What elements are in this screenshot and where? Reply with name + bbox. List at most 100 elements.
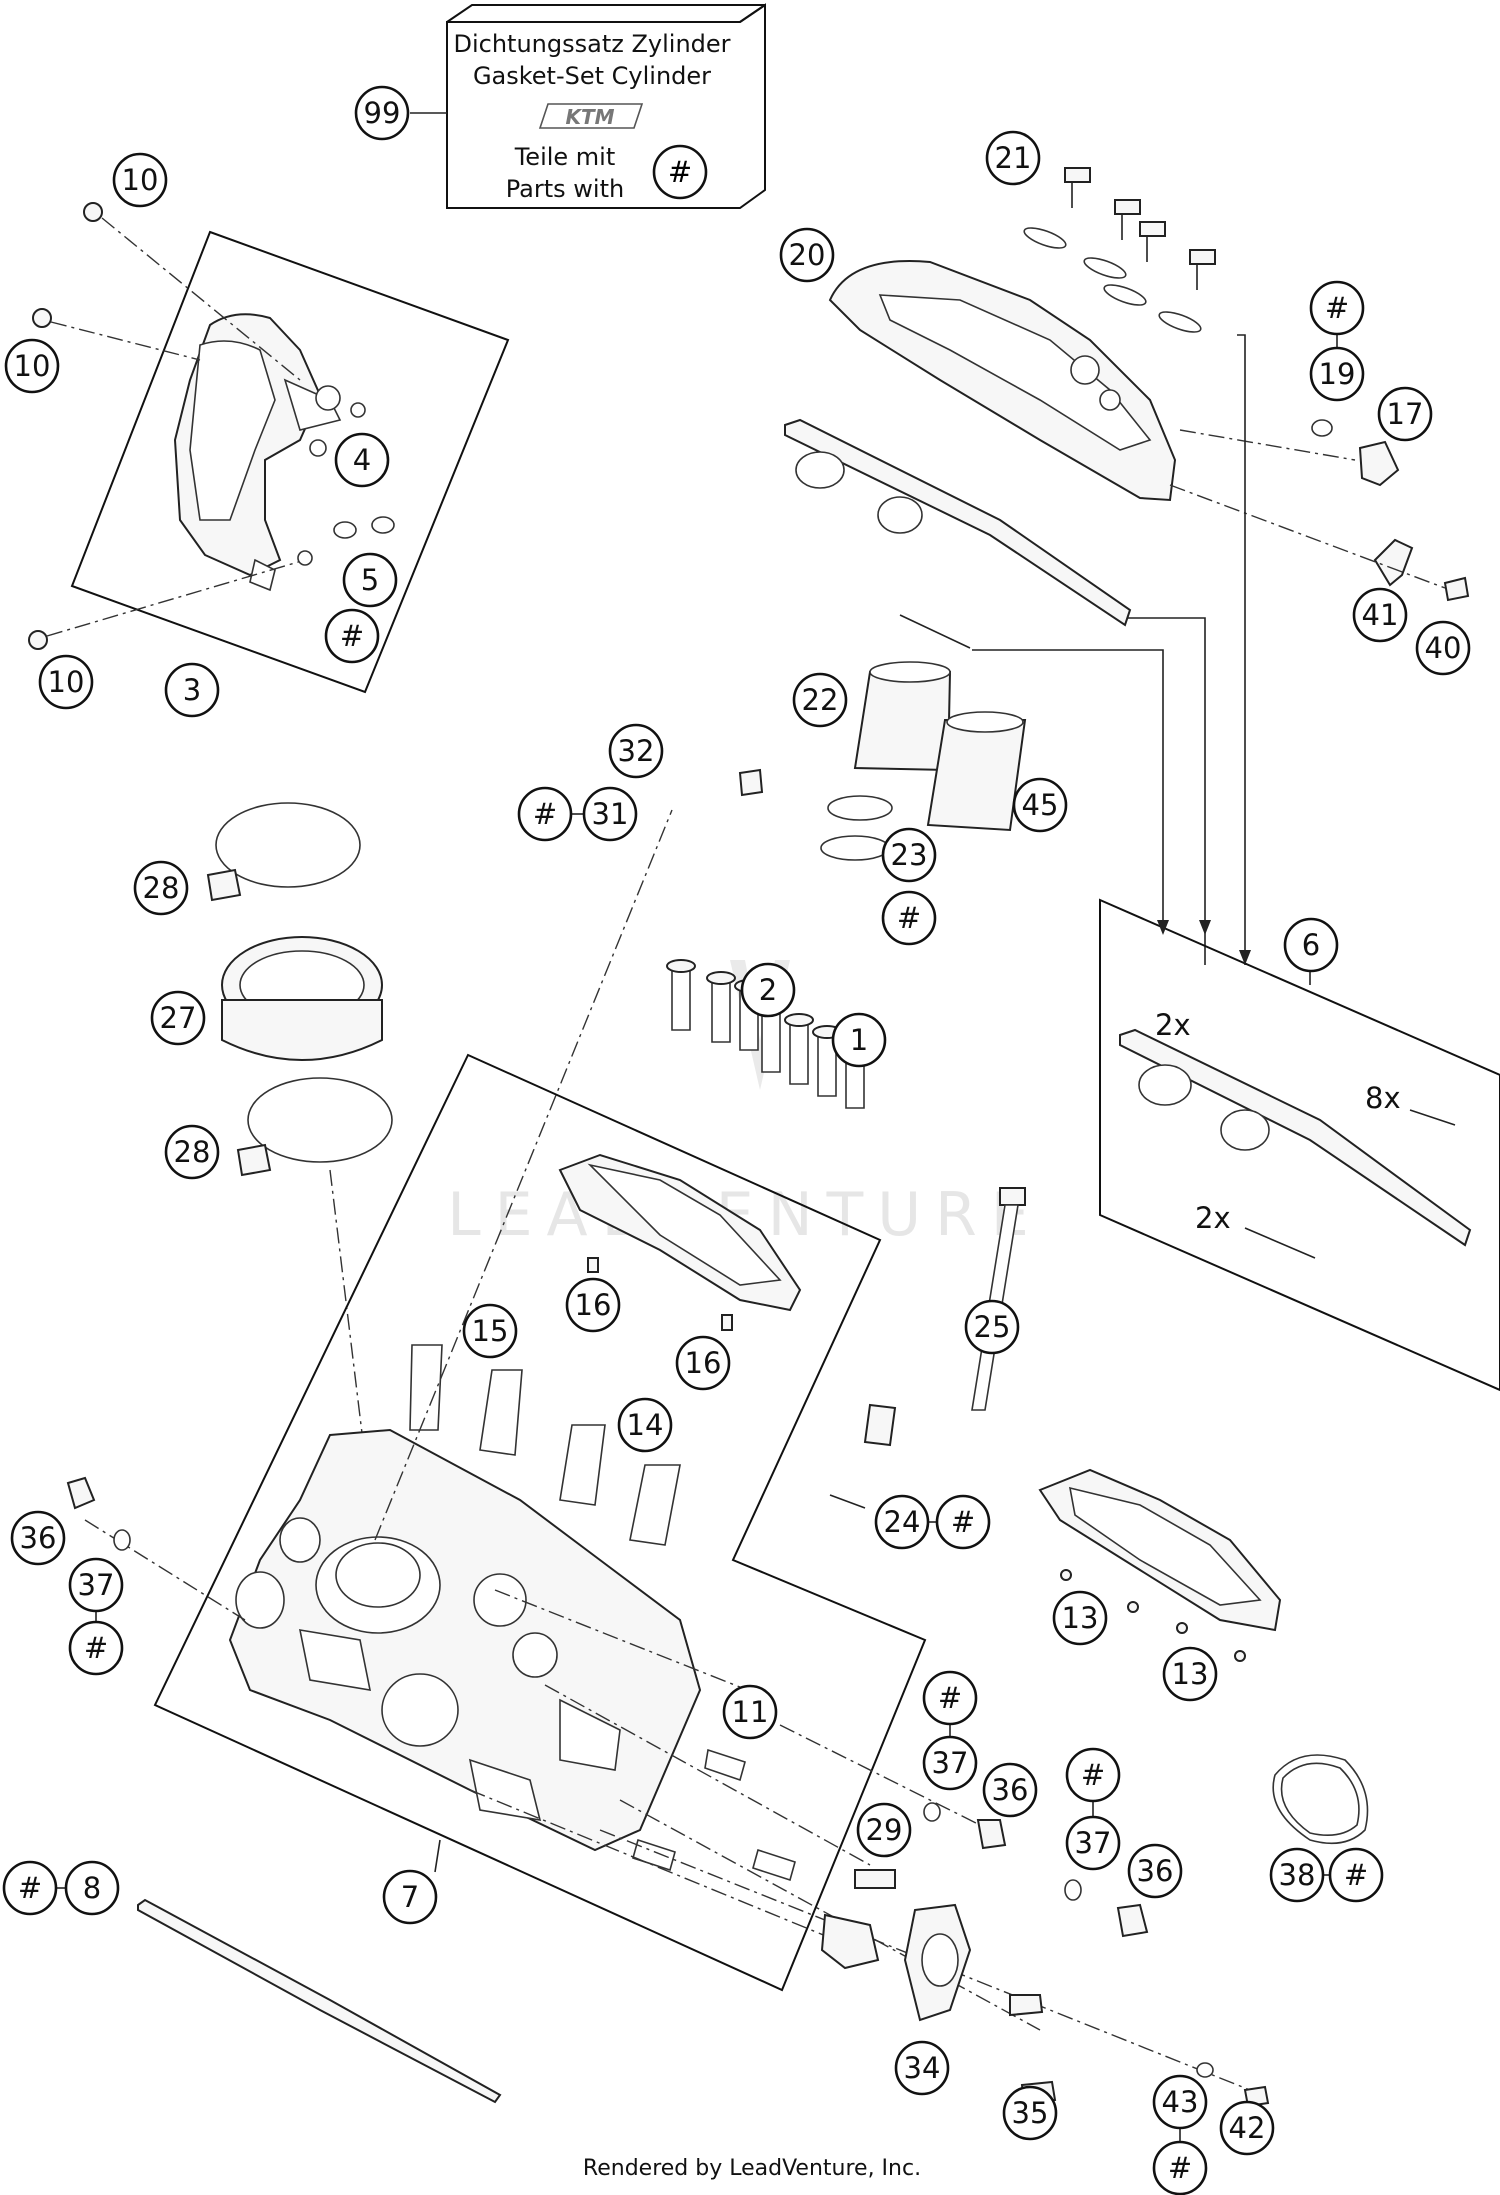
callout-number: 36 (992, 1773, 1029, 1807)
callout-20[interactable]: # (517, 786, 573, 842)
callout-13[interactable]: 41 (1352, 587, 1408, 643)
callout-25[interactable]: 2 (740, 962, 796, 1018)
callout-42[interactable]: 37 (922, 1735, 978, 1791)
callout-circle (1377, 386, 1433, 442)
callout-0[interactable]: 99 (354, 85, 410, 141)
callout-number: 19 (1319, 357, 1356, 391)
callout-24[interactable]: 28 (164, 1124, 220, 1180)
callout-38[interactable]: 13 (1052, 1590, 1108, 1646)
callout-circle (935, 1494, 991, 1550)
callout-number: # (18, 1871, 42, 1905)
callout-6[interactable]: 10 (38, 654, 94, 710)
callout-circle (4, 338, 60, 394)
callout-30[interactable]: 15 (462, 1303, 518, 1359)
callout-circle (1162, 1646, 1218, 1702)
callout-35[interactable]: 36 (10, 1510, 66, 1566)
callout-36[interactable]: 37 (68, 1557, 124, 1613)
callout-3[interactable]: 4 (334, 432, 390, 488)
callout-10[interactable]: # (1309, 280, 1365, 336)
callout-circle (617, 1397, 673, 1453)
callout-32[interactable]: 25 (964, 1299, 1020, 1355)
callout-41[interactable]: # (922, 1670, 978, 1726)
callout-44[interactable]: # (1065, 1747, 1121, 1803)
kit-parts-en: Parts with (506, 175, 624, 203)
callout-circle (68, 1557, 124, 1613)
callout-46[interactable]: 36 (1127, 1843, 1183, 1899)
callout-33[interactable]: 24 (874, 1494, 930, 1550)
callout-circle (342, 552, 398, 608)
callout-5[interactable]: # (324, 608, 380, 664)
callout-29[interactable]: 16 (675, 1335, 731, 1391)
callout-39[interactable]: 13 (1162, 1646, 1218, 1702)
callout-number: 4 (353, 443, 371, 477)
cylinder-head-cover (828, 167, 1470, 965)
callout-7[interactable]: 3 (164, 662, 220, 718)
callout-circle (740, 962, 796, 1018)
callout-12[interactable]: 17 (1377, 386, 1433, 442)
callout-number: 14 (627, 1408, 664, 1442)
callout-number: 17 (1387, 397, 1424, 431)
callout-number: 38 (1279, 1858, 1316, 1892)
callout-22[interactable]: 28 (133, 860, 189, 916)
callout-circle (164, 1124, 220, 1180)
callout-number: 6 (1302, 928, 1320, 962)
callout-50[interactable]: # (2, 1860, 58, 1916)
callout-number: 1 (850, 1023, 868, 1057)
callout-4[interactable]: 5 (342, 552, 398, 608)
thermostat-housing (820, 1903, 1057, 2105)
callout-34[interactable]: # (935, 1494, 991, 1550)
callout-circle (1065, 1747, 1121, 1803)
callout-number: 7 (401, 1880, 419, 1914)
callout-14[interactable]: 40 (1415, 620, 1471, 676)
callout-43[interactable]: 36 (982, 1762, 1038, 1818)
callout-number: 45 (1022, 788, 1059, 822)
callout-56[interactable]: 42 (1219, 2100, 1275, 2156)
callout-16[interactable]: 45 (1012, 777, 1068, 833)
callout-number: 16 (685, 1346, 722, 1380)
callout-52[interactable]: 7 (382, 1869, 438, 1925)
callout-28[interactable]: 16 (565, 1277, 621, 1333)
callout-circle (922, 1735, 978, 1791)
callout-57[interactable]: # (1152, 2140, 1208, 2195)
callout-55[interactable]: 43 (1152, 2074, 1208, 2130)
callout-number: # (897, 901, 921, 935)
callout-circle (922, 1670, 978, 1726)
callout-47[interactable]: 29 (856, 1802, 912, 1858)
callout-48[interactable]: 38 (1269, 1847, 1325, 1903)
callout-19[interactable]: 32 (608, 723, 664, 779)
callout-11[interactable]: 19 (1309, 346, 1365, 402)
callout-51[interactable]: 8 (64, 1860, 120, 1916)
gasket-ring (1272, 1754, 1369, 1845)
screw-right (1196, 2062, 1270, 2108)
callout-18[interactable]: # (881, 890, 937, 946)
callout-45[interactable]: 37 (1065, 1815, 1121, 1871)
callout-8[interactable]: 21 (985, 130, 1041, 186)
callout-1[interactable]: 10 (112, 152, 168, 208)
callout-circle (582, 786, 638, 842)
callout-27[interactable]: 6 (1283, 917, 1339, 973)
callout-54[interactable]: 35 (1002, 2085, 1058, 2141)
callout-number: 37 (78, 1568, 115, 1602)
callout-23[interactable]: 27 (150, 990, 206, 1046)
callout-31[interactable]: 14 (617, 1397, 673, 1453)
callout-number: # (1344, 1858, 1368, 1892)
callout-number: 27 (160, 1001, 197, 1035)
callout-26[interactable]: 1 (831, 1012, 887, 1068)
callout-circle (1219, 2100, 1275, 2156)
callout-21[interactable]: 31 (582, 786, 638, 842)
callout-circle (1328, 1847, 1384, 1903)
callout-circle (985, 130, 1041, 186)
callout-15[interactable]: 22 (792, 672, 848, 728)
callout-number: # (1325, 291, 1349, 325)
callout-40[interactable]: 11 (722, 1684, 778, 1740)
callout-49[interactable]: # (1328, 1847, 1384, 1903)
callout-number: 11 (732, 1695, 769, 1729)
callout-37[interactable]: # (68, 1620, 124, 1676)
arrows-to-set (899, 614, 1251, 965)
callout-circle (462, 1303, 518, 1359)
callout-17[interactable]: 23 (881, 827, 937, 883)
callout-circle (382, 1869, 438, 1925)
callout-9[interactable]: 20 (779, 227, 835, 283)
callout-53[interactable]: 34 (894, 2040, 950, 2096)
callout-2[interactable]: 10 (4, 338, 60, 394)
